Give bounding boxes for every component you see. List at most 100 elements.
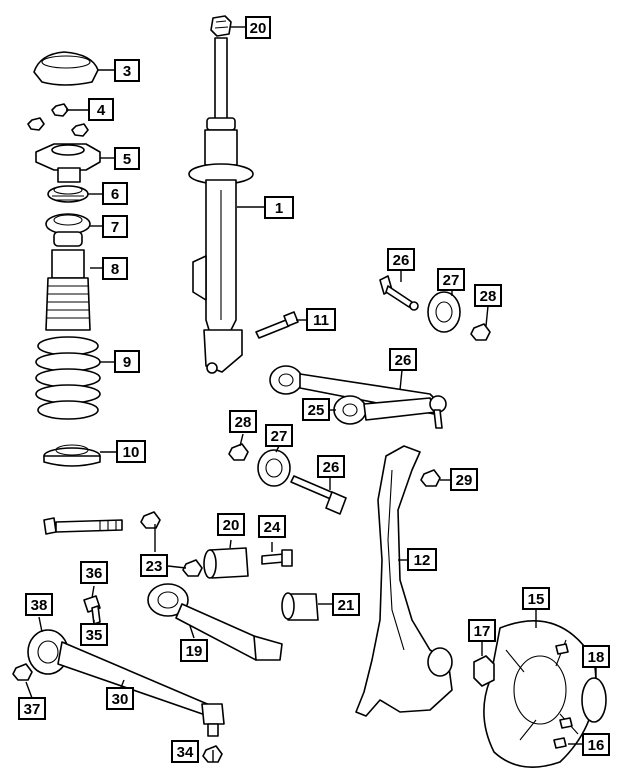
callout-5: 5: [114, 147, 140, 170]
svg-text:23: 23: [146, 558, 163, 575]
callout-26-lower: 26: [317, 455, 345, 478]
svg-text:26: 26: [395, 352, 412, 369]
callout-27-upper: 27: [437, 268, 465, 291]
part-26-upper-cam-bolt: [379, 275, 419, 311]
part-28-lower-nut: [228, 443, 249, 461]
callout-4: 4: [88, 98, 114, 121]
svg-text:18: 18: [588, 649, 605, 666]
svg-text:27: 27: [443, 272, 460, 289]
svg-text:28: 28: [235, 414, 252, 431]
callout-1: 1: [264, 196, 294, 219]
svg-text:28: 28: [480, 288, 497, 305]
svg-text:9: 9: [123, 354, 131, 371]
callout-37: 37: [18, 697, 46, 720]
part-19-lower-link: [147, 583, 283, 661]
callout-18: 18: [582, 645, 610, 668]
svg-text:20: 20: [223, 517, 240, 534]
part-3-dust-cap: [33, 51, 99, 86]
part-15-splash-shield: [483, 620, 597, 768]
part-17-hub-nut: [473, 655, 495, 687]
part-22-nut-lower: [182, 559, 203, 577]
svg-text:30: 30: [112, 691, 129, 708]
part-25-control-arm: [269, 365, 447, 429]
callout-20: 20: [217, 513, 245, 536]
part-20-bushing: [203, 547, 249, 579]
part-16-bolts: [553, 643, 573, 749]
svg-text:29: 29: [456, 472, 473, 489]
callout-10: 10: [116, 440, 146, 463]
part-18-cap: [581, 677, 607, 723]
part-6-bearing: [47, 185, 89, 203]
part-long-bolt: [43, 517, 123, 535]
part-11-bolt: [255, 311, 299, 339]
callout-36: 36: [80, 561, 108, 584]
callout-19: 19: [180, 639, 208, 662]
svg-text:5: 5: [123, 151, 131, 168]
part-29-nut: [420, 469, 441, 487]
svg-text:34: 34: [177, 744, 194, 761]
part-8-dust-boot: [45, 249, 91, 331]
callout-26-upper: 26: [387, 248, 415, 271]
callout-25: 26: [389, 348, 417, 371]
callout-16: 16: [582, 733, 610, 756]
callout-22: 23: [140, 554, 168, 577]
svg-text:26: 26: [393, 252, 410, 269]
callout-24: 25: [302, 398, 330, 421]
part-35-36-bolt: [83, 595, 101, 625]
part-26-lower-cam-bolt: [290, 475, 347, 515]
callout-39: 20: [245, 16, 271, 39]
svg-text:35: 35: [86, 627, 103, 644]
svg-text:4: 4: [97, 102, 106, 119]
svg-text:16: 16: [588, 737, 605, 754]
callout-8: 8: [102, 257, 128, 280]
callout-11: 11: [306, 308, 336, 331]
svg-text:6: 6: [111, 186, 119, 203]
svg-text:7: 7: [111, 219, 119, 236]
part-4-nuts: [27, 103, 89, 137]
svg-text:26: 26: [323, 459, 340, 476]
callout-21: 21: [332, 593, 360, 616]
svg-text:37: 37: [24, 701, 41, 718]
part-23-bolt: [261, 549, 293, 567]
part-28-upper-nut: [470, 323, 491, 341]
part-27-upper-bushing: [427, 291, 461, 333]
svg-text:36: 36: [86, 565, 103, 582]
callout-17: 17: [468, 619, 496, 642]
part-39-nut: [210, 15, 232, 37]
part-1-strut: [188, 37, 254, 374]
svg-text:1: 1: [275, 200, 283, 217]
callout-35: 35: [80, 623, 108, 646]
callout-15: 15: [522, 587, 550, 610]
part-30-tension-arm: [27, 629, 225, 737]
callout-28-upper: 28: [474, 284, 502, 307]
part-22-nut-upper: [140, 511, 161, 529]
callout-29: 29: [450, 468, 478, 491]
svg-text:21: 21: [338, 597, 355, 614]
part-10-lower-isolator: [43, 444, 101, 467]
svg-text:19: 19: [186, 643, 203, 660]
callout-27-lower: 27: [265, 424, 293, 447]
svg-text:10: 10: [123, 444, 140, 461]
svg-text:20: 20: [250, 20, 267, 37]
part-9-coil-spring: [35, 336, 101, 420]
svg-text:17: 17: [474, 623, 491, 640]
svg-text:12: 12: [414, 552, 431, 569]
callout-9: 9: [114, 350, 140, 373]
part-7-isolator: [45, 213, 91, 247]
callout-7: 7: [102, 215, 128, 238]
callout-34: 34: [171, 740, 199, 763]
callout-30: 30: [106, 687, 134, 710]
svg-text:38: 38: [31, 597, 48, 614]
svg-text:8: 8: [111, 261, 119, 278]
part-21-bushing: [281, 592, 319, 621]
svg-text:11: 11: [313, 312, 329, 329]
svg-text:25: 25: [308, 402, 325, 419]
callout-28-lower: 28: [229, 410, 257, 433]
part-37-nut: [12, 663, 33, 681]
svg-text:15: 15: [528, 591, 545, 608]
callout-12: 12: [407, 548, 437, 571]
part-5-strut-mount: [35, 143, 101, 183]
callout-3: 3: [114, 59, 140, 82]
part-12-knuckle: [355, 445, 453, 717]
